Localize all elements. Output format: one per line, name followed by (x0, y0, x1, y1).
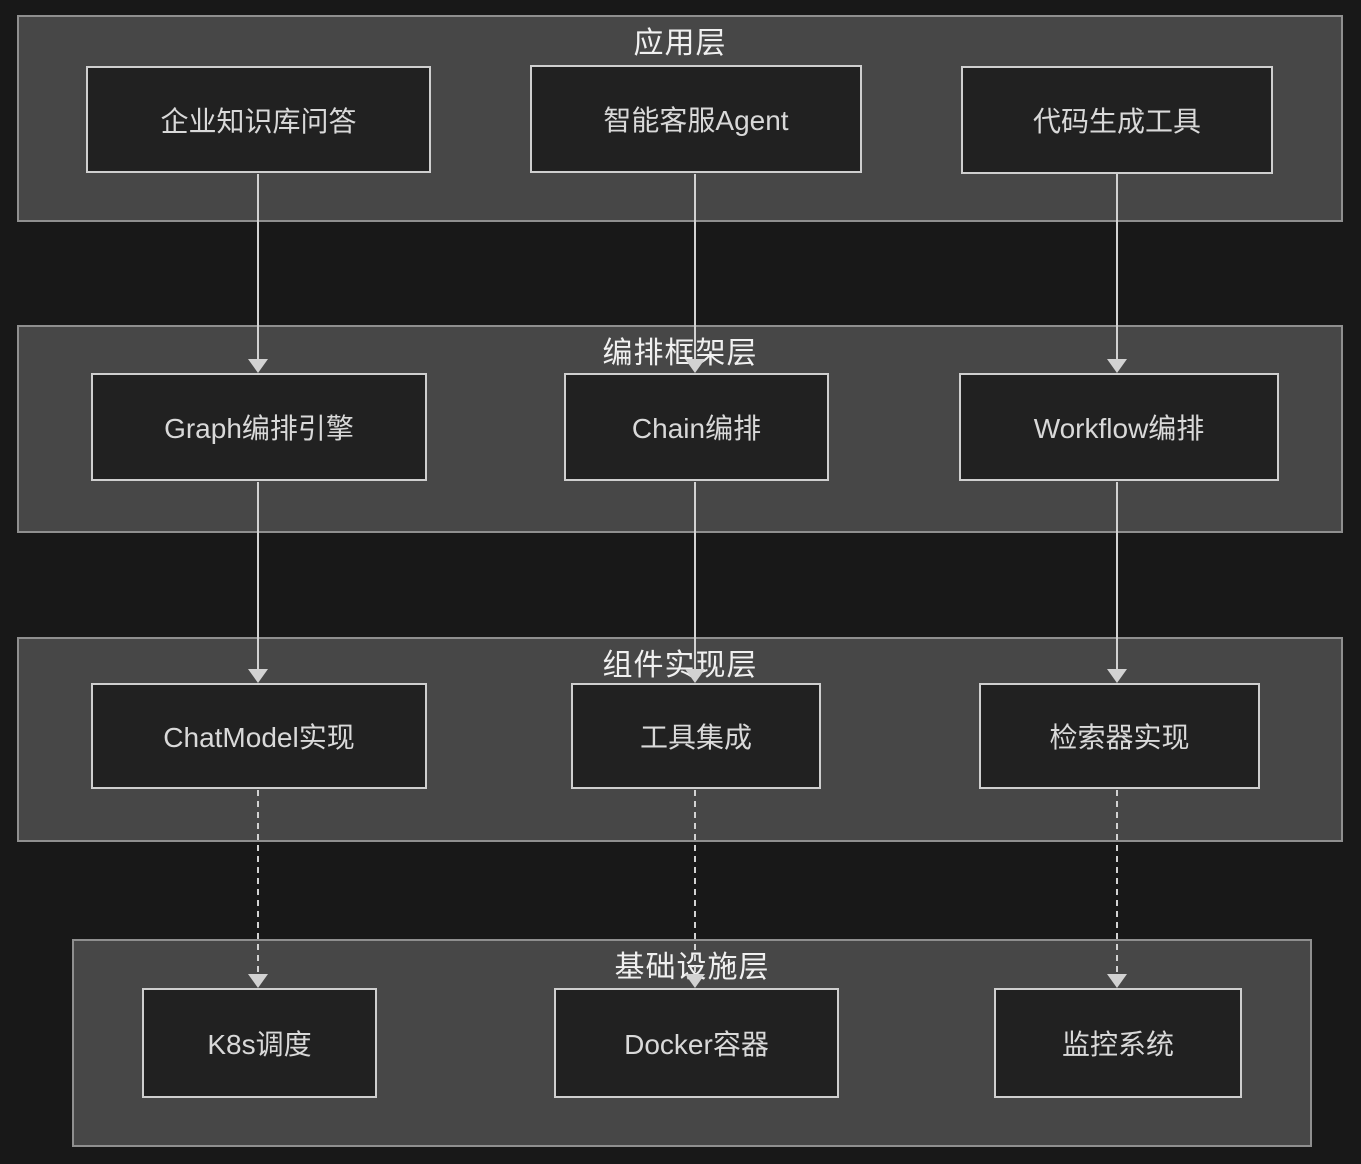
node-label: 代码生成工具 (1032, 106, 1201, 137)
node-k8s-scheduler: K8s调度 (142, 988, 377, 1098)
node-label: Workflow编排 (1033, 413, 1205, 444)
node-workflow-orchestration: Workflow编排 (959, 373, 1279, 481)
edge-line (257, 174, 259, 359)
node-retriever-implementation: 检索器实现 (979, 683, 1260, 789)
edge-line (1116, 174, 1118, 359)
node-enterprise-kb-qa: 企业知识库问答 (86, 66, 431, 173)
edge-codegen-to-workflow (1107, 174, 1127, 373)
node-code-generation-tool: 代码生成工具 (961, 66, 1273, 174)
node-tool-integration: 工具集成 (571, 683, 821, 789)
node-label: 监控系统 (1061, 1029, 1174, 1060)
arrowhead-icon (685, 359, 705, 373)
layer-application: 应用层 企业知识库问答 智能客服Agent 代码生成工具 (17, 15, 1343, 222)
node-label: 检索器实现 (1049, 722, 1190, 753)
edge-line (694, 174, 696, 359)
arrowhead-icon (1107, 359, 1127, 373)
node-chain-orchestration: Chain编排 (564, 373, 829, 481)
arrowhead-icon (1107, 974, 1127, 988)
arrowhead-icon (248, 359, 268, 373)
node-label: Graph编排引擎 (164, 413, 354, 444)
edge-line (694, 790, 696, 974)
node-label: 企业知识库问答 (160, 105, 357, 137)
arrowhead-icon (248, 974, 268, 988)
edge-line (257, 482, 259, 669)
arrowhead-icon (248, 669, 268, 683)
layer-application-title: 应用层 (633, 27, 727, 60)
edge-chain-to-tools (685, 482, 705, 683)
arrowhead-icon (685, 669, 705, 683)
node-docker-container: Docker容器 (554, 988, 839, 1098)
node-label: K8s调度 (207, 1029, 312, 1060)
edge-retriever-to-monitoring (1107, 790, 1127, 988)
edge-line (257, 790, 259, 974)
layer-component-implementation: 组件实现层 ChatModel实现 工具集成 检索器实现 (17, 637, 1343, 842)
node-graph-orchestration-engine: Graph编排引擎 (91, 373, 427, 481)
edge-tools-to-docker (685, 790, 705, 988)
node-chatmodel-implementation: ChatModel实现 (91, 683, 427, 789)
node-label: 工具集成 (639, 722, 752, 753)
edge-graph-engine-to-chatmodel (248, 482, 268, 683)
edge-workflow-to-retriever (1107, 482, 1127, 683)
node-customer-service-agent: 智能客服Agent (530, 65, 862, 173)
edge-agent-to-chain (685, 174, 705, 373)
node-monitoring-system: 监控系统 (994, 988, 1242, 1098)
node-label: Docker容器 (624, 1029, 769, 1060)
layer-infrastructure: 基础设施层 K8s调度 Docker容器 监控系统 (72, 939, 1312, 1147)
edge-line (1116, 790, 1118, 974)
edge-line (694, 482, 696, 669)
node-label: ChatModel实现 (163, 722, 355, 753)
layer-orchestration-framework-title: 编排框架层 (602, 337, 758, 370)
edge-line (1116, 482, 1118, 669)
node-label: Chain编排 (631, 413, 762, 444)
node-label: 智能客服Agent (603, 105, 789, 136)
layer-component-implementation-title: 组件实现层 (602, 649, 758, 682)
edge-chatmodel-to-k8s (248, 790, 268, 988)
layer-orchestration-framework: 编排框架层 Graph编排引擎 Chain编排 Workflow编排 (17, 325, 1343, 533)
arrowhead-icon (1107, 669, 1127, 683)
edge-kbqa-to-graph-engine (248, 174, 268, 373)
arrowhead-icon (685, 974, 705, 988)
